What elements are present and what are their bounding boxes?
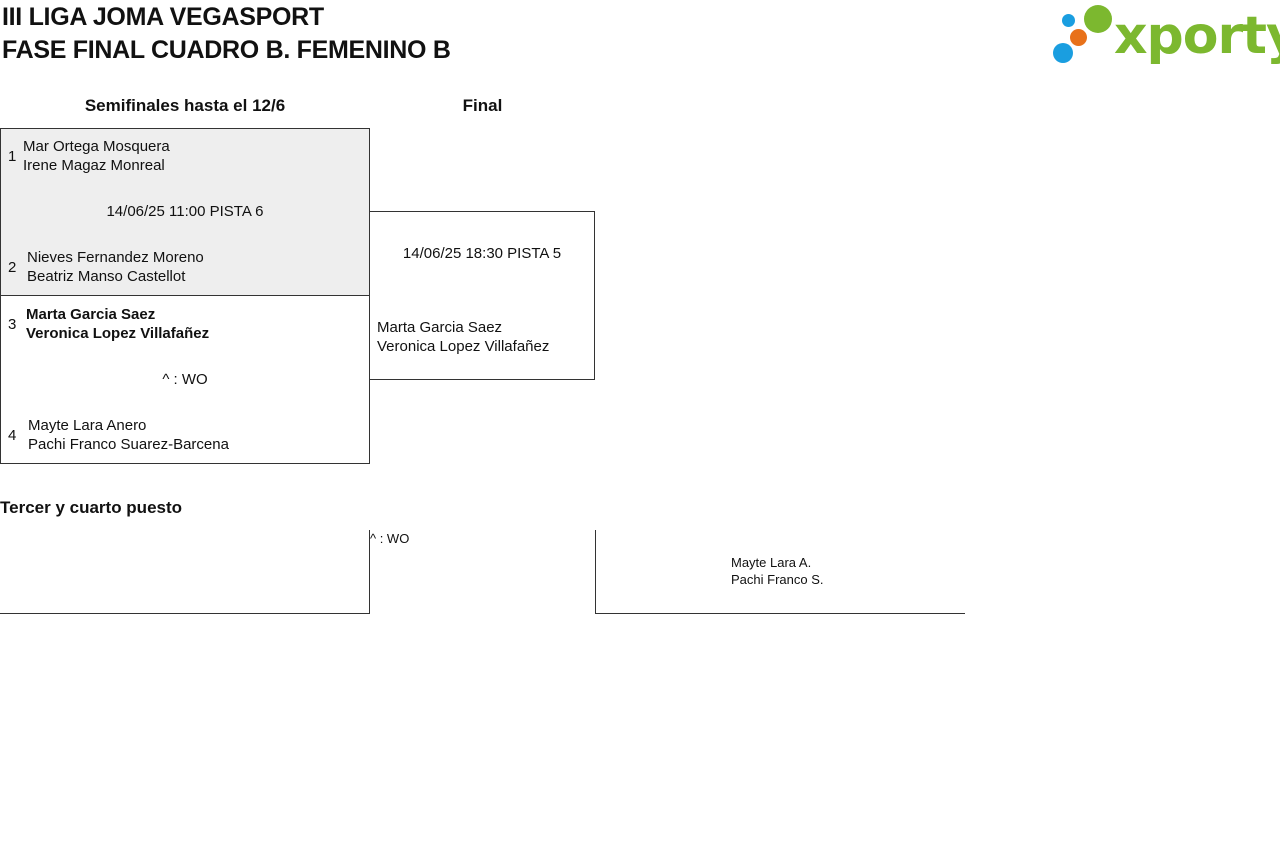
player-name: Marta Garcia Saez	[377, 319, 503, 336]
player-name: Mayte Lara Anero	[28, 417, 147, 434]
match-schedule: 14/06/25 18:30 PISTA 5	[402, 245, 562, 262]
team-1: Mar Ortega Mosquera Irene Magaz Monreal	[23, 137, 170, 175]
player-name: Marta Garcia Saez	[26, 306, 156, 323]
player-name: Irene Magaz Monreal	[23, 157, 165, 174]
seed-number: 3	[8, 316, 17, 333]
match-result: ^ : WO	[162, 371, 208, 388]
page-title-line1: III LIGA JOMA VEGASPORT	[2, 3, 324, 31]
semifinal-match-1[interactable]: 1 Mar Ortega Mosquera Irene Magaz Monrea…	[0, 128, 370, 296]
team-3-winner: Marta Garcia Saez Veronica Lopez Villafa…	[26, 305, 209, 343]
bracket-line	[0, 613, 370, 614]
logo-dot-blue-large-icon	[1053, 43, 1073, 63]
team-4: Mayte Lara Anero Pachi Franco Suarez-Bar…	[28, 416, 229, 454]
page-title-line2: FASE FINAL CUADRO B. FEMENINO B	[2, 36, 451, 64]
third-place-title: Tercer y cuarto puesto	[0, 498, 183, 517]
player-name: Pachi Franco S.	[731, 572, 824, 587]
team-2: Nieves Fernandez Moreno Beatriz Manso Ca…	[27, 248, 204, 286]
logo-dot-green-icon	[1084, 5, 1112, 33]
semifinal-match-2[interactable]: 3 Marta Garcia Saez Veronica Lopez Villa…	[0, 295, 370, 464]
third-place-winner: Mayte Lara A. Pachi Franco S.	[731, 554, 824, 588]
player-name: Veronica Lopez Villafañez	[26, 325, 210, 342]
match-schedule: 14/06/25 11:00 PISTA 6	[106, 203, 264, 220]
logo-dot-blue-small-icon	[1062, 14, 1075, 27]
round-header-semifinals: Semifinales hasta el 12/6	[84, 96, 286, 115]
round-header-final: Final	[462, 96, 503, 115]
seed-number: 2	[8, 259, 17, 276]
player-name: Pachi Franco Suarez-Barcena	[28, 436, 229, 453]
xporty-logo: xporty	[1050, 4, 1280, 68]
final-match[interactable]: 14/06/25 18:30 PISTA 5 Marta Garcia Saez…	[369, 211, 595, 380]
logo-dot-orange-icon	[1070, 29, 1087, 46]
player-name: Veronica Lopez Villafañez	[377, 338, 550, 355]
seed-number: 1	[8, 148, 17, 165]
player-name: Mayte Lara A.	[731, 555, 812, 570]
seed-number: 4	[8, 427, 17, 444]
finalist-team: Marta Garcia Saez Veronica Lopez Villafa…	[377, 318, 549, 356]
bracket-line	[595, 530, 596, 614]
player-name: Nieves Fernandez Moreno	[27, 249, 204, 266]
logo-wordmark: xporty	[1114, 6, 1280, 66]
bracket-line	[595, 613, 965, 614]
bracket-line	[369, 530, 370, 614]
third-place-result: ^ : WO	[370, 531, 410, 546]
player-name: Mar Ortega Mosquera	[23, 138, 170, 155]
player-name: Beatriz Manso Castellot	[27, 268, 186, 285]
